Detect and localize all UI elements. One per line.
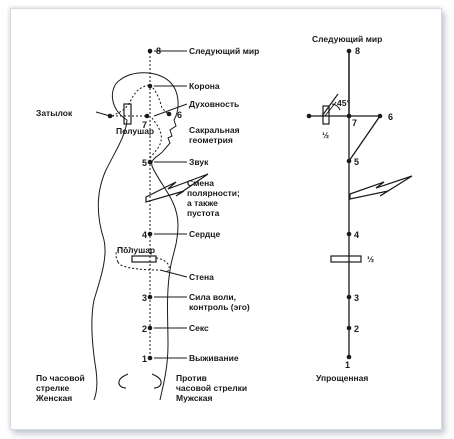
angle-arc xyxy=(331,103,341,111)
crown-dot xyxy=(147,83,153,89)
label-will-1: Сила воли, xyxy=(189,292,236,302)
right-label-next-world: Следующий мир xyxy=(312,34,382,44)
label-clockwise-2: стрелке xyxy=(36,383,69,393)
right-figure xyxy=(309,51,413,357)
label-polarity-2: полярности; xyxy=(187,188,240,198)
right-label-half-mid: ½ xyxy=(367,254,374,264)
left-num-8: 8 xyxy=(156,46,161,56)
chakra-7-dot xyxy=(144,113,150,119)
right-num-8: 8 xyxy=(355,46,360,56)
left-num-6: 6 xyxy=(177,110,182,120)
label-hemisphere-mid: Полушар xyxy=(117,245,155,255)
head-cross-line xyxy=(112,115,162,159)
lightning-bolt xyxy=(145,173,209,203)
left-num-3: 3 xyxy=(142,293,147,303)
chakra-1-dot xyxy=(147,355,153,361)
chakra-8-dot xyxy=(147,48,153,54)
label-clockwise-1: По часовой xyxy=(36,373,85,383)
left-num-7: 7 xyxy=(142,120,147,130)
chakra-3-dot xyxy=(147,294,153,300)
label-occiput: Затылок xyxy=(36,108,73,118)
body-back-outline xyxy=(91,119,128,401)
right-lightning-bolt xyxy=(349,175,413,200)
label-next-world: Следующий мир xyxy=(189,46,259,56)
right-label-simplified: Упрощенная xyxy=(316,373,368,383)
occiput-dot xyxy=(107,113,113,119)
label-counter-2: часовой стрелки xyxy=(176,383,247,393)
label-polarity-1: Смена xyxy=(187,178,214,188)
rotation-arrows-left xyxy=(118,373,129,389)
right-num-5: 5 xyxy=(354,157,359,167)
label-spirituality: Духовность xyxy=(189,99,239,109)
right-dot-2 xyxy=(346,325,352,331)
chakra-5-dot xyxy=(147,159,153,165)
left-num-2: 2 xyxy=(142,324,147,334)
right-label-angle: 45° xyxy=(337,98,350,108)
head-occiput-line xyxy=(111,84,151,117)
label-male: Мужская xyxy=(176,393,213,403)
right-angle-line xyxy=(321,93,339,117)
rotation-arrows-right xyxy=(151,373,162,389)
label-polarity-3: а также xyxy=(187,198,218,208)
leader-spirit xyxy=(153,103,188,117)
left-num-1: 1 xyxy=(142,354,147,364)
label-polarity-4: пустота xyxy=(187,208,220,218)
right-dot-4 xyxy=(346,231,352,237)
right-dot-1 xyxy=(346,354,352,360)
right-dot-6 xyxy=(377,113,383,119)
label-sacred-geometry-2: геометрия xyxy=(189,135,233,145)
hemisphere-wall-box xyxy=(131,255,157,263)
right-dot-occiput xyxy=(306,113,312,119)
label-crown: Корона xyxy=(189,81,220,91)
right-dot-7 xyxy=(346,113,352,119)
right-num-1: 1 xyxy=(345,360,350,370)
right-diagonal-6-5 xyxy=(348,115,381,162)
right-dot-5 xyxy=(346,158,352,164)
leader-occiput xyxy=(95,111,111,117)
label-sex: Секс xyxy=(189,323,209,333)
label-counter-1: Против xyxy=(176,373,207,383)
chakra-2-dot xyxy=(147,325,153,331)
right-wall-rect xyxy=(330,255,362,263)
leader-wall xyxy=(159,269,188,278)
label-heart: Сердце xyxy=(189,229,220,239)
label-hemisphere-top: Полушар xyxy=(116,126,154,136)
pineal-rect xyxy=(123,103,132,125)
right-num-6: 6 xyxy=(388,112,393,122)
right-pineal-rect xyxy=(322,105,330,125)
label-sacred-geometry-1: Сакральная xyxy=(189,125,240,135)
chakra-4-dot xyxy=(147,231,153,237)
head-spirit-line xyxy=(149,84,169,115)
right-label-half-top: ½ xyxy=(322,130,329,140)
right-num-7: 7 xyxy=(352,118,357,128)
left-num-5: 5 xyxy=(142,158,147,168)
chakra-6-dot xyxy=(166,111,172,117)
right-num-4: 4 xyxy=(354,230,359,240)
label-sound: Звук xyxy=(189,157,209,167)
right-chakra-dots xyxy=(306,48,383,360)
right-dot-3 xyxy=(346,294,352,300)
hemisphere-dotted xyxy=(115,247,170,273)
right-num-2: 2 xyxy=(354,324,359,334)
right-dot-8 xyxy=(346,48,352,54)
label-survival: Выживание xyxy=(189,353,239,363)
left-figure xyxy=(91,50,209,401)
label-female: Женская xyxy=(35,393,72,403)
left-num-4: 4 xyxy=(142,230,147,240)
figure-frame xyxy=(10,8,442,430)
right-num-3: 3 xyxy=(354,293,359,303)
label-will-2: контроль (эго) xyxy=(189,302,250,312)
left-chakra-dots xyxy=(107,48,172,361)
label-wall: Стена xyxy=(189,272,214,282)
